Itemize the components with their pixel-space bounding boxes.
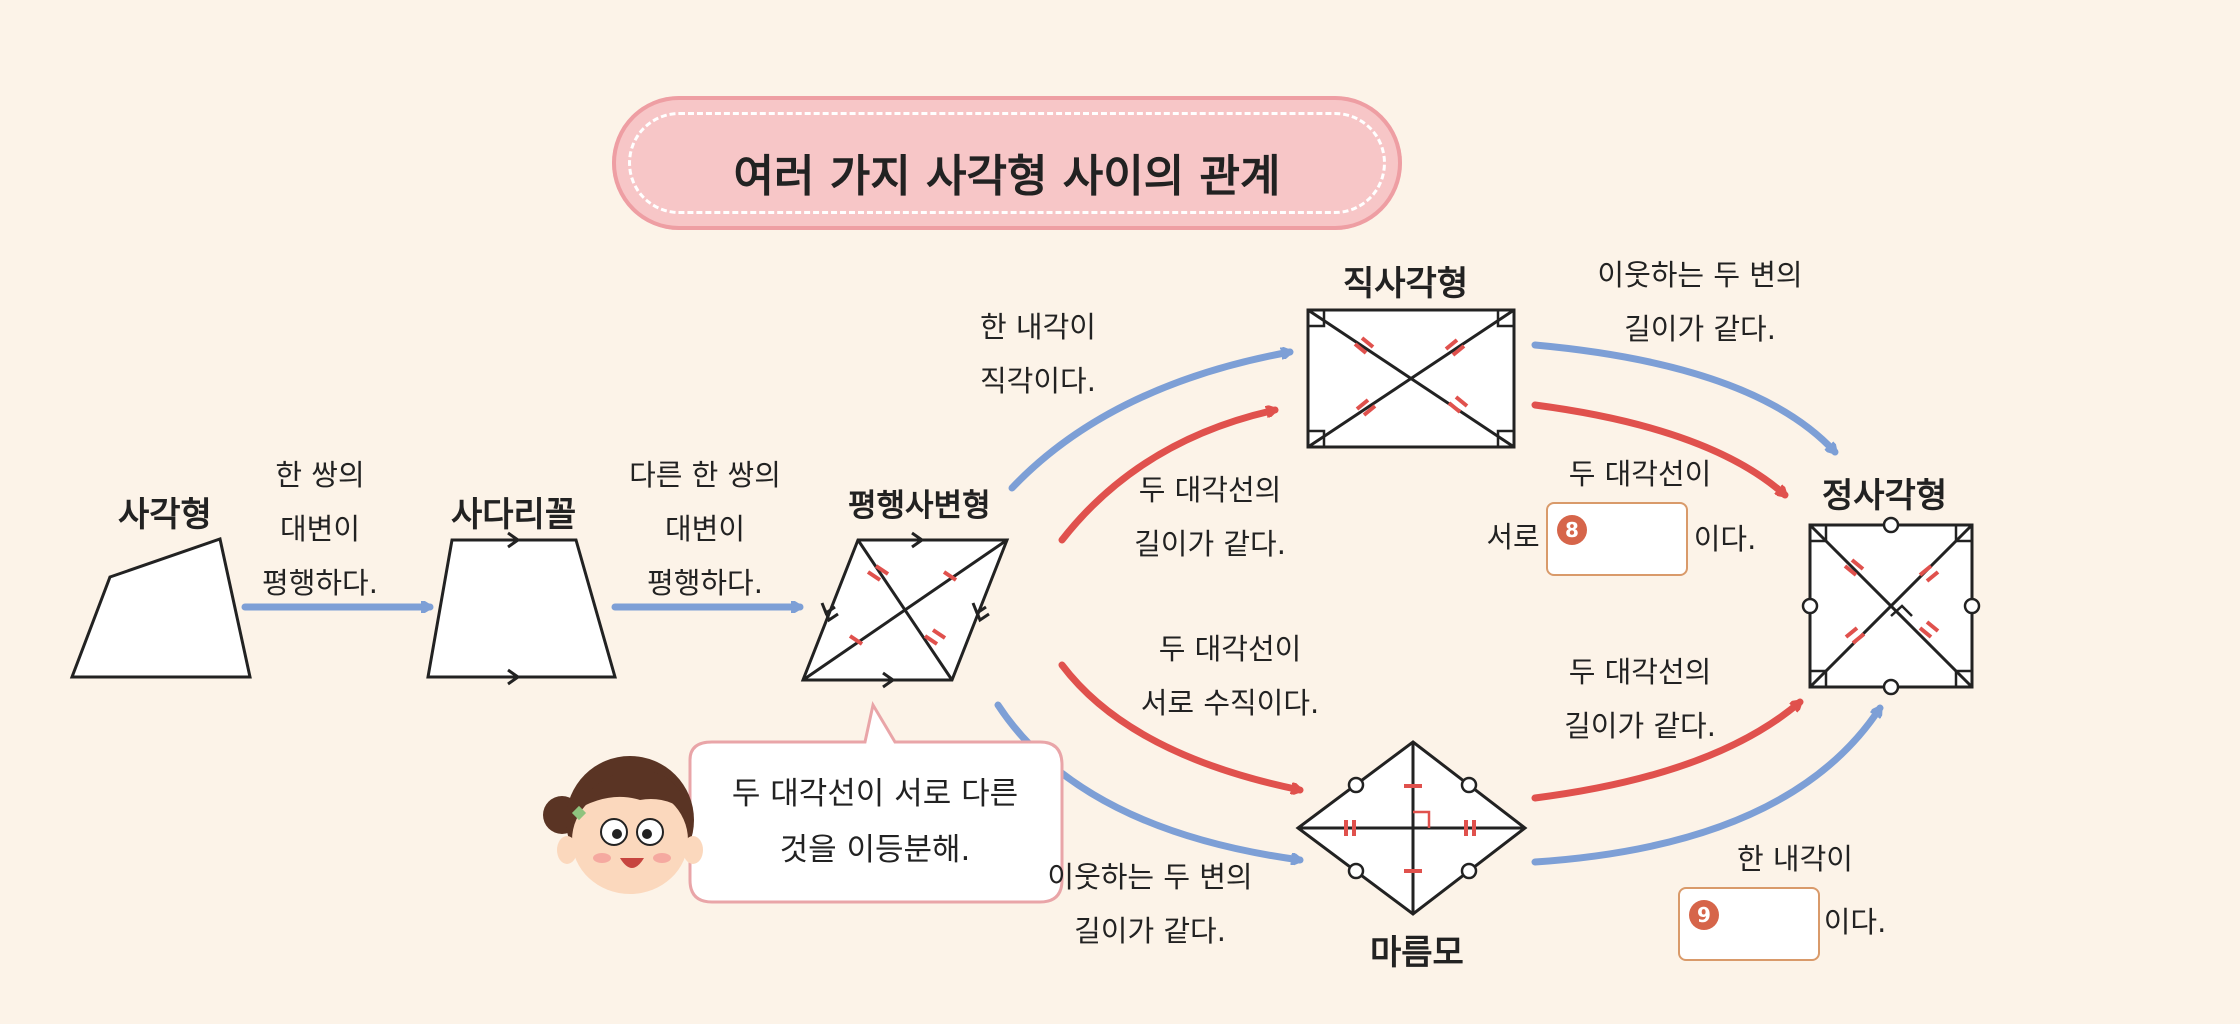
condition-line: 길이가 같다. xyxy=(1134,527,1286,561)
condition-line: 길이가 같다. xyxy=(1074,914,1226,948)
label-rectangle: 직사각형 xyxy=(1343,264,1469,304)
condition-line: 이웃하는 두 변의 xyxy=(1597,258,1803,292)
girl-character-icon xyxy=(543,756,703,894)
condition-line: 한 내각이 xyxy=(980,310,1096,344)
condition-rhomb-to-square-angle: 한 내각이 xyxy=(1715,832,1875,886)
condition-line: 평행하다. xyxy=(262,566,378,600)
blank-number-badge: 8 xyxy=(1557,515,1587,545)
condition-line: 한 쌍의 xyxy=(275,458,365,492)
quadrilateral-shape xyxy=(69,537,252,679)
arrow-rect-to-square-blue xyxy=(1531,341,1839,452)
answer-blank-8[interactable]: 8 xyxy=(1546,502,1688,576)
condition-para-to-rhomb-diag: 두 대각선이 서로 수직이다. xyxy=(1120,622,1340,730)
speech-bubble xyxy=(688,700,1064,904)
condition-line: 한 내각이 xyxy=(1737,842,1853,876)
condition-line: 이웃하는 두 변의 xyxy=(1047,860,1253,894)
condition-rect-to-square-diag-post: 이다. xyxy=(1693,522,1757,556)
arrow-rect-to-square-red xyxy=(1531,401,1785,499)
condition-line: 두 대각선이 xyxy=(1568,457,1712,491)
condition-line: 대변이 xyxy=(664,512,746,546)
blank-number-badge: 9 xyxy=(1689,900,1719,930)
condition-line: 두 대각선의 xyxy=(1568,655,1712,689)
speech-bubble-text: 두 대각선이 서로 다른 것을 이등분해. xyxy=(700,766,1050,878)
arrow-para-to-rhomb-blue xyxy=(994,701,1300,860)
page-title: 여러 가지 사각형 사이의 관계 xyxy=(733,151,1281,202)
condition-line: 직각이다. xyxy=(980,364,1096,398)
arrow-para-to-rhomb-red xyxy=(1058,661,1300,790)
title-dashed-border xyxy=(628,112,1386,214)
answer-blank-9[interactable]: 9 xyxy=(1678,887,1820,961)
condition-rect-to-square-diag: 두 대각선이 xyxy=(1540,447,1740,501)
label-trapezoid: 사다리꼴 xyxy=(451,495,577,535)
condition-line: 길이가 같다. xyxy=(1564,709,1716,743)
label-square: 정사각형 xyxy=(1822,476,1948,516)
condition-line: 서로 수직이다. xyxy=(1140,686,1320,720)
label-parallelogram: 평행사변형 xyxy=(848,488,991,524)
condition-rect-to-square-side: 이웃하는 두 변의 길이가 같다. xyxy=(1580,248,1820,356)
rhombus-shape xyxy=(1295,740,1528,916)
condition-line: 길이가 같다. xyxy=(1624,312,1776,346)
condition-quad-to-trap: 한 쌍의 대변이 평행하다. xyxy=(250,448,390,610)
condition-line: 평행하다. xyxy=(647,566,763,600)
condition-rect-to-square-diag-pre: 서로 xyxy=(1486,520,1540,554)
title-banner: 여러 가지 사각형 사이의 관계 xyxy=(612,96,1402,230)
condition-line: 대변이 xyxy=(279,512,361,546)
condition-para-to-rhomb-side: 이웃하는 두 변의 길이가 같다. xyxy=(1030,850,1270,958)
arrow-rhomb-to-square-red xyxy=(1531,698,1800,802)
speech-line: 두 대각선이 서로 다른 xyxy=(731,776,1019,812)
condition-para-to-rect-angle: 한 내각이 직각이다. xyxy=(980,300,1140,408)
condition-rhomb-to-square-angle-post: 이다. xyxy=(1823,905,1887,939)
condition-line: 다른 한 쌍의 xyxy=(629,458,781,492)
speech-line: 것을 이등분해. xyxy=(779,832,971,868)
arrow-para-to-rect-blue xyxy=(1008,352,1290,492)
condition-trap-to-para: 다른 한 쌍의 대변이 평행하다. xyxy=(600,448,810,610)
parallelogram-shape xyxy=(800,531,1010,689)
arrow-para-to-rect-red xyxy=(1058,410,1275,544)
condition-line: 두 대각선의 xyxy=(1138,473,1282,507)
arrow-rhomb-to-square-blue xyxy=(1531,708,1884,866)
condition-line: 두 대각선이 xyxy=(1158,632,1302,666)
label-rhombus: 마름모 xyxy=(1370,933,1464,973)
square-shape xyxy=(1801,516,1981,696)
condition-rhomb-to-square-diag: 두 대각선의 길이가 같다. xyxy=(1540,645,1740,753)
rectangle-shape xyxy=(1306,308,1516,449)
label-quadrilateral: 사각형 xyxy=(118,495,212,535)
condition-para-to-rect-diag: 두 대각선의 길이가 같다. xyxy=(1110,463,1310,571)
trapezoid-shape xyxy=(426,531,617,686)
